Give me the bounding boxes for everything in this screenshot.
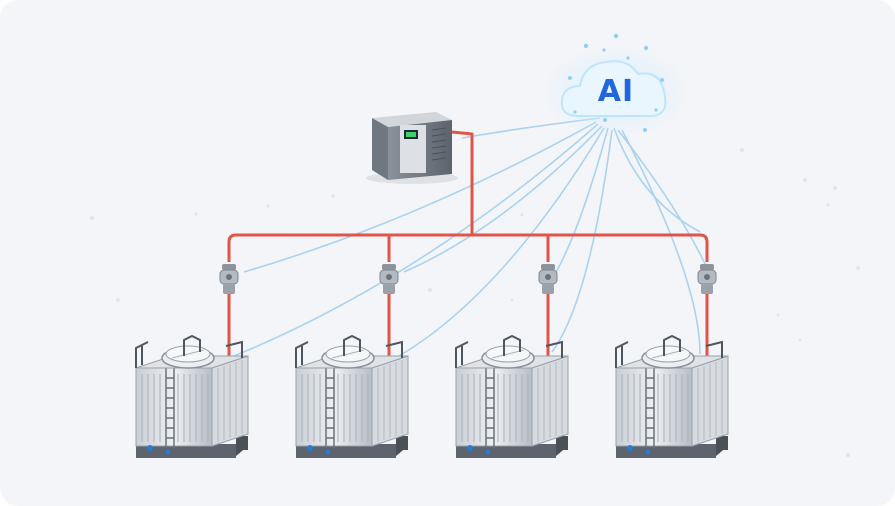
cooling-tower-2-icon [295,335,409,459]
cooling-tower-4-icon [615,335,729,459]
ai-cloud-icon [544,33,688,138]
ai-label: AI [597,74,635,109]
valve-3-icon [538,263,558,295]
valve-1-icon [219,263,239,295]
ai-signal-lines [233,117,709,361]
valve-2-icon [379,263,399,295]
valve-4-icon [697,263,717,295]
cooling-tower-1-icon [135,335,249,459]
cooling-tower-3-icon [455,335,569,459]
controller-cabinet-icon [366,112,458,184]
pipe-network [227,130,709,360]
